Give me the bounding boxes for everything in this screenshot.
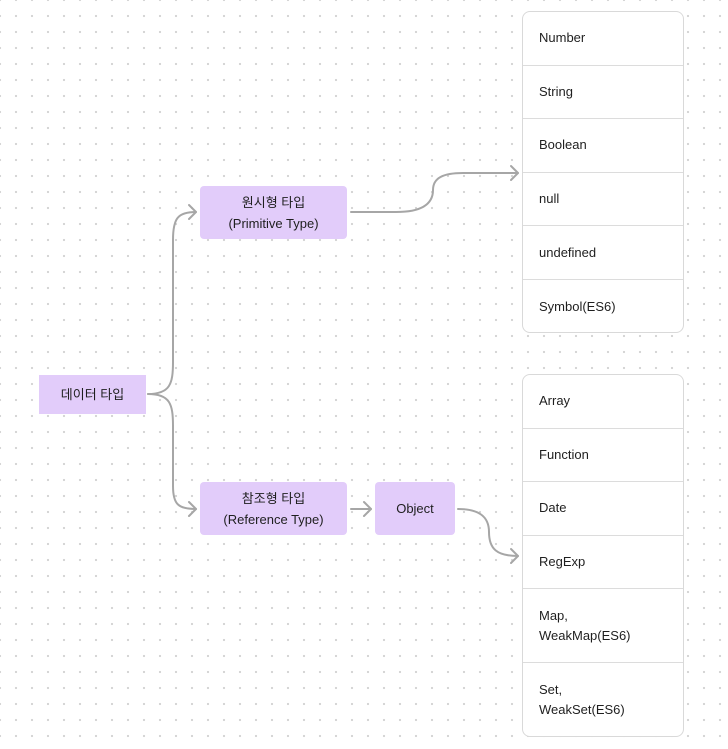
connector-primitive-to-values	[350, 172, 519, 213]
primitive-type-label: null	[539, 191, 560, 207]
primitive-type-item: null	[523, 173, 683, 227]
reference-type-item: Map, WeakMap(ES6)	[523, 589, 683, 664]
root-node-data-type: 데이터 타입	[39, 375, 146, 414]
reference-type-item: Set, WeakSet(ES6)	[523, 663, 683, 736]
primitive-type-label: Number	[539, 30, 586, 46]
primitive-type-label: String	[539, 83, 573, 99]
arrowhead-object	[363, 501, 372, 517]
arrowhead-types	[510, 548, 519, 564]
reference-types-panel: Array Function Date RegExp Map, WeakMap(…	[522, 374, 684, 737]
object-node: Object	[375, 482, 455, 535]
reference-type-subtitle: (Reference Type)	[223, 511, 324, 527]
primitive-type-item: Symbol(ES6)	[523, 280, 683, 332]
object-node-label: Object	[396, 501, 434, 516]
primitive-type-label: Boolean	[539, 137, 587, 153]
reference-type-item: Function	[523, 429, 683, 483]
reference-type-label: Array	[539, 393, 571, 409]
primitive-type-node: 원시형 타입 (Primitive Type)	[200, 186, 347, 239]
primitive-type-label: undefined	[539, 244, 597, 260]
primitive-type-title: 원시형 타입	[241, 194, 306, 210]
connector-root-to-primitive	[147, 211, 197, 395]
connector-root-to-reference	[147, 393, 197, 510]
primitive-type-subtitle: (Primitive Type)	[228, 215, 319, 231]
reference-type-label: Function	[539, 446, 589, 462]
reference-type-label: Map, WeakMap(ES6)	[539, 607, 631, 643]
reference-type-item: Array	[523, 375, 683, 429]
arrowhead-values	[510, 165, 519, 181]
arrowhead-primitive	[188, 204, 197, 220]
primitive-types-panel: Number String Boolean null undefined Sym…	[522, 11, 684, 333]
reference-type-node: 참조형 타입 (Reference Type)	[200, 482, 347, 535]
reference-type-item: RegExp	[523, 536, 683, 590]
reference-type-label: Set, WeakSet(ES6)	[539, 682, 625, 718]
primitive-type-item: Number	[523, 12, 683, 66]
reference-type-label: Date	[539, 500, 567, 516]
arrowhead-reference	[188, 501, 197, 517]
primitive-type-item: undefined	[523, 226, 683, 280]
root-node-label: 데이터 타입	[60, 387, 125, 402]
connector-object-to-types	[457, 508, 519, 557]
reference-type-label: RegExp	[539, 554, 586, 570]
primitive-type-item: String	[523, 66, 683, 120]
reference-type-item: Date	[523, 482, 683, 536]
primitive-type-item: Boolean	[523, 119, 683, 173]
reference-type-title: 참조형 타입	[241, 490, 306, 506]
primitive-type-label: Symbol(ES6)	[539, 298, 616, 314]
